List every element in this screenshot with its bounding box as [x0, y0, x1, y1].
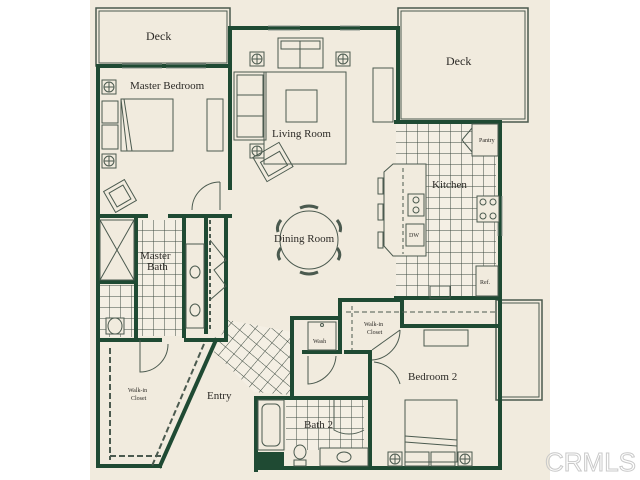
room-label-deck-left: Deck [146, 29, 172, 43]
room-label-walkin-closet-2-2: Closet [367, 330, 383, 336]
room-label-living-room: Living Room [272, 128, 331, 140]
fixture-label-ref: Ref. [480, 280, 491, 286]
fixture-label-dw: DW [409, 233, 419, 239]
crmls-watermark: CRMLS [544, 447, 636, 478]
room-label-entry: Entry [207, 390, 232, 402]
room-label-deck-right: Deck [446, 54, 472, 68]
bath2-tile [286, 398, 364, 450]
fixture-label-wash: Wash [313, 339, 327, 345]
room-label-bath-2: Bath 2 [304, 419, 334, 431]
room-label-walkin-closet-2-1: Walk-in [364, 322, 384, 328]
room-label-dining-room: Dining Room [274, 233, 335, 245]
room-label-walkin-closet-1-2: Closet [131, 396, 147, 402]
entry-tile [214, 320, 292, 395]
master-bath-tile [138, 220, 184, 336]
room-label-pantry: Pantry [479, 138, 495, 144]
room-label-bedroom-2: Bedroom 2 [408, 371, 458, 383]
room-label-walkin-closet-1-1: Walk-in [128, 388, 148, 394]
room-label-master-bath-1: Master [140, 250, 171, 262]
room-label-kitchen: Kitchen [432, 179, 467, 191]
room-label-master-bedroom: Master Bedroom [130, 80, 205, 92]
room-label-master-bath-2: Bath [147, 261, 168, 273]
